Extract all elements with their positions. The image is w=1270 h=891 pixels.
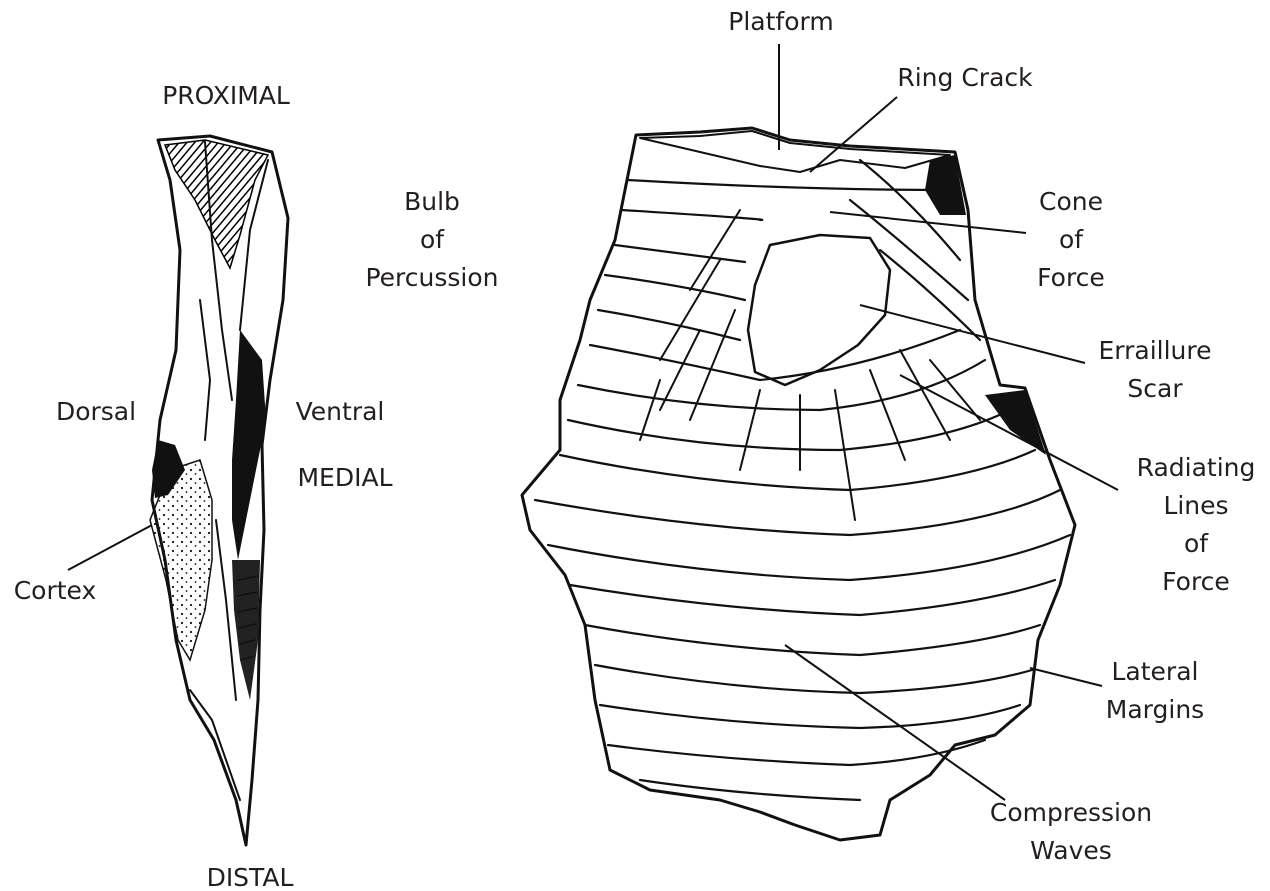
cone-of-force-leader [830,212,1026,233]
label-cone-line3: Force [1037,263,1105,292]
label-radiating-line4: Force [1162,567,1230,596]
label-platform: Platform [728,7,833,36]
label-bulb-line2: of [420,225,445,254]
label-dorsal: Dorsal [56,397,136,426]
label-erraillure-line2: Scar [1127,374,1183,403]
label-ventral: Ventral [296,397,385,426]
erraillure-scar [748,235,890,385]
label-bulb-line1: Bulb [404,187,460,216]
label-lateral-line1: Lateral [1112,657,1199,686]
compression-waves-leader [785,645,1005,800]
label-cortex: Cortex [14,576,97,605]
label-compression-line2: Waves [1030,836,1112,865]
right-shadow-top [925,155,966,215]
lateral-margins-leader [1030,668,1102,686]
label-cone-line2: of [1059,225,1084,254]
label-lateral-line2: Margins [1106,695,1204,724]
ventral-ridge-shading [232,330,266,560]
label-medial: MEDIAL [297,463,392,492]
label-erraillure-line1: Erraillure [1098,336,1211,365]
ventral-view-flake-drawing [522,128,1075,840]
label-proximal: PROXIMAL [162,81,290,110]
distal-shading [232,560,260,700]
label-distal: DISTAL [207,863,294,891]
label-compression-line1: Compression [990,798,1152,827]
cortex-leader [68,525,152,570]
label-cone-line1: Cone [1039,187,1103,216]
label-ring-crack: Ring Crack [897,63,1033,92]
side-view-flake-drawing [150,136,288,845]
label-radiating-line3: of [1184,529,1209,558]
ventral-view-outline [522,128,1075,840]
label-bulb-line3: Percussion [365,263,498,292]
label-radiating-line2: Lines [1163,491,1228,520]
label-radiating-line1: Radiating [1137,453,1256,482]
platform-surface [640,131,950,172]
compression-wave-lines [535,160,1070,800]
